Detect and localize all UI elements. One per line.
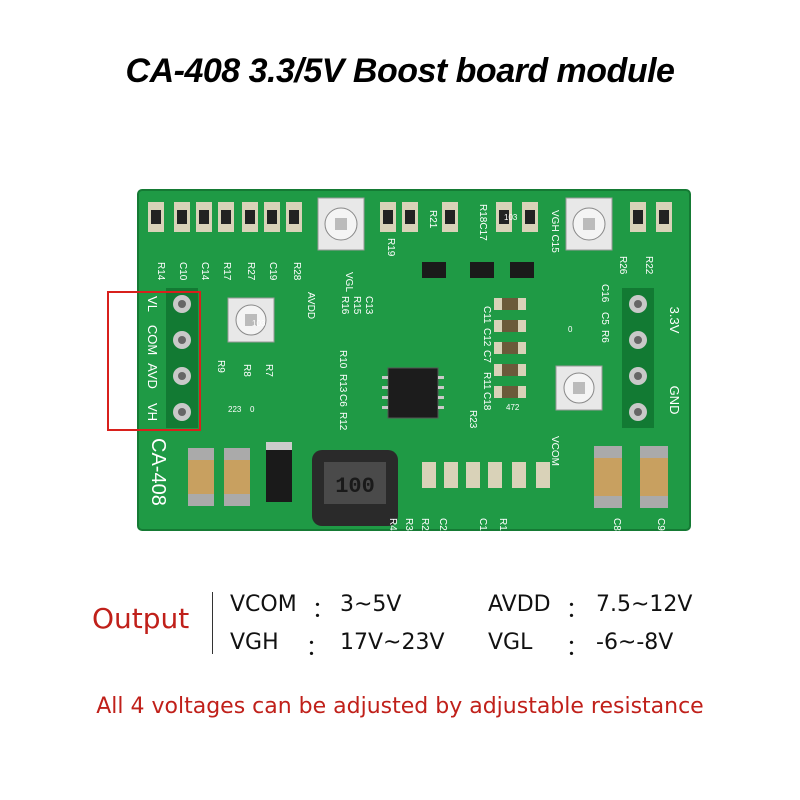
silk-c18: C18 (481, 392, 492, 411)
silk-r6: R6 (599, 330, 610, 343)
silk-r23: R23 (467, 410, 478, 429)
smd-code-472: 472 (506, 403, 520, 412)
silk-r28: R28 (291, 262, 302, 281)
right-header (622, 288, 654, 428)
pcb-board-image: VL COM AVD VH 3.3V GND CA-408 (100, 180, 700, 540)
smd-code-103b: 103 (504, 213, 518, 222)
silk-c19: C19 (267, 262, 278, 281)
trimmer-pot-1 (317, 197, 365, 251)
spec-avdd-name: AVDD (488, 592, 551, 617)
page-title: CA-408 3.3/5V Boost board module (125, 52, 675, 90)
spec-vgl-sep: ： (566, 636, 589, 661)
silk-c6: C6 (337, 394, 348, 407)
bottom-left-caps (188, 448, 250, 506)
silk-r7: R7 (263, 364, 274, 377)
silk-r3: R3 (403, 518, 414, 531)
silk-r17: R17 (221, 262, 232, 281)
silk-vgh-c15: VGH C15 (549, 210, 560, 253)
board-model-label: CA-408 (147, 438, 169, 506)
silk-r15: R15 (351, 296, 362, 315)
silk-r8: R8 (241, 364, 252, 377)
divider (212, 592, 213, 654)
inductor: 100 (312, 450, 398, 526)
silk-c1: C1 (477, 518, 488, 531)
trimmer-pot-3 (227, 297, 275, 343)
silk-r9: R9 (215, 360, 226, 373)
spec-vgh-name: VGH (230, 630, 279, 655)
spec-vcom-sep: ： (312, 598, 335, 623)
pin-label-avd: AVD (145, 363, 160, 389)
diode (266, 442, 292, 502)
silk-r19: R19 (385, 238, 396, 257)
smd-code-0b: 0 (568, 325, 573, 334)
pin-label-vh: VH (145, 403, 160, 421)
silk-vgl: VGL (343, 272, 354, 292)
spec-vcom-value: 3~5V (340, 592, 402, 617)
spec-vgh-value: 17V~23V (340, 630, 445, 655)
silk-r4: R4 (387, 518, 398, 531)
silk-r12: R12 (337, 412, 348, 431)
silk-r22: R22 (643, 256, 654, 275)
silk-c13: C13 (363, 296, 374, 315)
trimmer-pot-4 (555, 365, 603, 411)
silk-c16: C16 (599, 284, 610, 303)
silk-r2: R2 (419, 518, 430, 531)
pin-label-3v3: 3.3V (667, 307, 682, 334)
adjustment-note: All 4 voltages can be adjusted by adjust… (96, 694, 704, 719)
pin-label-vl: VL (145, 296, 160, 312)
spec-avdd-value: 7.5~12V (596, 592, 693, 617)
silk-c8: C8 (611, 518, 622, 531)
highlight-box (107, 291, 201, 431)
silk-c11: C11 (481, 306, 492, 324)
spec-vgh-sep: ： (306, 636, 329, 661)
boost-ic (382, 367, 444, 419)
top-smd-row (148, 202, 672, 232)
silk-r13: R13 (337, 374, 348, 393)
silk-r16: R16 (339, 296, 350, 315)
bottom-right-caps (594, 446, 668, 508)
silk-r18c17: R18C17 (477, 204, 488, 241)
silk-r1: R1 (497, 518, 508, 531)
silk-r27: R27 (245, 262, 256, 281)
silk-c2: C2 (437, 518, 448, 531)
smd-code-103a: 103 (252, 319, 266, 328)
silk-r10: R10 (337, 350, 348, 369)
smd-code-0a: 0 (250, 405, 255, 414)
output-label: Output (92, 602, 190, 635)
silk-r21: R21 (427, 210, 438, 229)
silk-c5: C5 (599, 312, 610, 325)
silk-c7: C7 (481, 350, 492, 363)
sot-transistors (422, 262, 534, 278)
left-header (166, 288, 198, 428)
output-specs: Output VCOM ： 3~5V AVDD ： 7.5~12V VGH ： … (0, 588, 800, 668)
spec-vgl-name: VGL (488, 630, 533, 655)
silk-r26: R26 (617, 256, 628, 275)
spec-avdd-sep: ： (566, 598, 589, 623)
spec-vcom-name: VCOM (230, 592, 297, 617)
pin-label-com: COM (145, 325, 160, 355)
silk-r14: R14 (155, 262, 166, 281)
silk-r11: R11 (481, 372, 492, 390)
silk-c9: C9 (655, 518, 666, 531)
smd-code-223: 223 (228, 405, 242, 414)
trimmer-pot-2 (565, 197, 613, 251)
inductor-marking: 100 (335, 474, 375, 499)
pin-label-gnd: GND (667, 386, 682, 415)
spec-vgl-value: -6~-8V (596, 630, 674, 655)
silk-c12: C12 (481, 328, 492, 347)
bottom-smd-row (422, 462, 550, 488)
silk-avdd: AVDD (305, 292, 316, 319)
silk-c10: C10 (177, 262, 188, 281)
silk-c14: C14 (199, 262, 210, 281)
silk-vcom: VCOM (549, 436, 560, 466)
